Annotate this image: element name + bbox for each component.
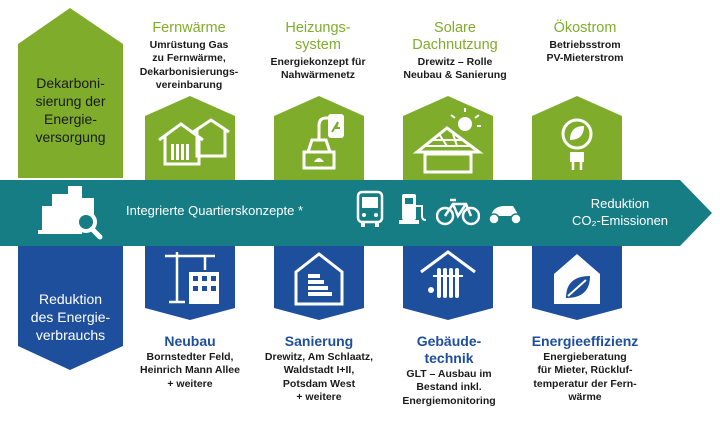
quarter-concepts-label: Integrierte Quartierskonzepte * (126, 203, 304, 218)
heizungssystem-tile (274, 96, 364, 180)
consumption-reduction-pentagon (18, 246, 123, 370)
solar-roof-tile (403, 96, 493, 180)
energieeffizienz-title: Energieeffizienz (531, 333, 639, 349)
oekostrom-tile (532, 96, 622, 180)
heizungssystem-title: Heizungs-system (285, 20, 351, 53)
energieeffizienz-tile (532, 246, 622, 320)
decarbonization-pentagon (18, 8, 123, 178)
sanierung-block: Sanierung Drewitz, Am Schlaatz,Waldstadt… (255, 333, 383, 405)
neubau-block: Neubau Bornstedter Feld,Heinrich Mann Al… (130, 333, 250, 391)
neubau-title: Neubau (164, 333, 216, 349)
quarter-concepts-arrow (0, 180, 712, 246)
gebaeudetechnik-title: Gebäude-technik (416, 333, 482, 366)
oekostrom-title: Ökostrom (553, 20, 617, 36)
fernwaerme-title: Fernwärme (152, 20, 226, 36)
bicycle-icon (436, 198, 480, 226)
gebaeudetechnik-tile (403, 246, 493, 320)
e-charging-icon (399, 194, 427, 224)
neubau-tile (145, 246, 235, 320)
sanierung-title: Sanierung (284, 333, 354, 349)
city-search-icon (38, 186, 103, 240)
bus-icon (356, 190, 384, 227)
fernwaerme-tile (145, 96, 235, 180)
scooter-icon (488, 206, 522, 225)
sanierung-tile (274, 246, 364, 320)
